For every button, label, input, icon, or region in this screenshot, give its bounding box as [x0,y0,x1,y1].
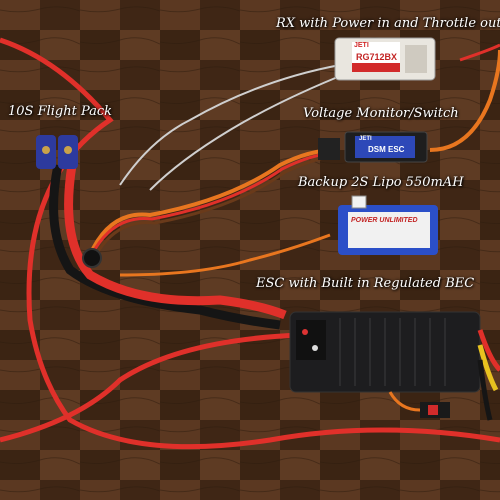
antenna-2 [149,71,351,191]
orange-servo-lead [88,148,336,256]
servo-connector-icon [420,402,450,418]
switch-brand: JETI [359,136,372,142]
receiver-brand: JETI [354,42,369,49]
red-servo-lead [88,151,336,259]
esc-yellow-out [477,344,499,392]
ferrite-ring-icon [82,248,102,268]
black-battery-lead [49,164,281,330]
switch-model: DSM ESC [368,145,405,154]
switch-output-lead [429,49,500,152]
backup-battery [338,195,438,255]
label-esc: ESC with Built in Regulated BEC [256,276,475,291]
backup-lead [119,233,331,277]
red-battery-lead [64,164,287,320]
voltage-switch [318,131,428,163]
brown-servo-lead [90,154,336,263]
receiver-model: RG712BX [356,52,398,62]
red-esc-wire [0,332,301,443]
esc-unit [289,311,481,393]
red-power-wire [0,37,500,450]
label-flight-pack: 10S Flight Pack [8,104,113,119]
receiver-output-lead [459,43,500,62]
esc-signal-wire [388,391,421,412]
battery-brand: POWER UNLIMITED [351,217,418,224]
label-receiver: RX with Power in and Throttle out [276,16,500,31]
label-voltage-monitor: Voltage Monitor/Switch [303,106,459,121]
ec5-connector [36,135,78,169]
esc-black-out [477,359,493,421]
antenna-1 [119,64,341,186]
receiver [334,37,436,81]
label-backup-lipo: Backup 2S Lipo 550mAH [298,175,464,190]
esc-red-out [477,329,500,372]
